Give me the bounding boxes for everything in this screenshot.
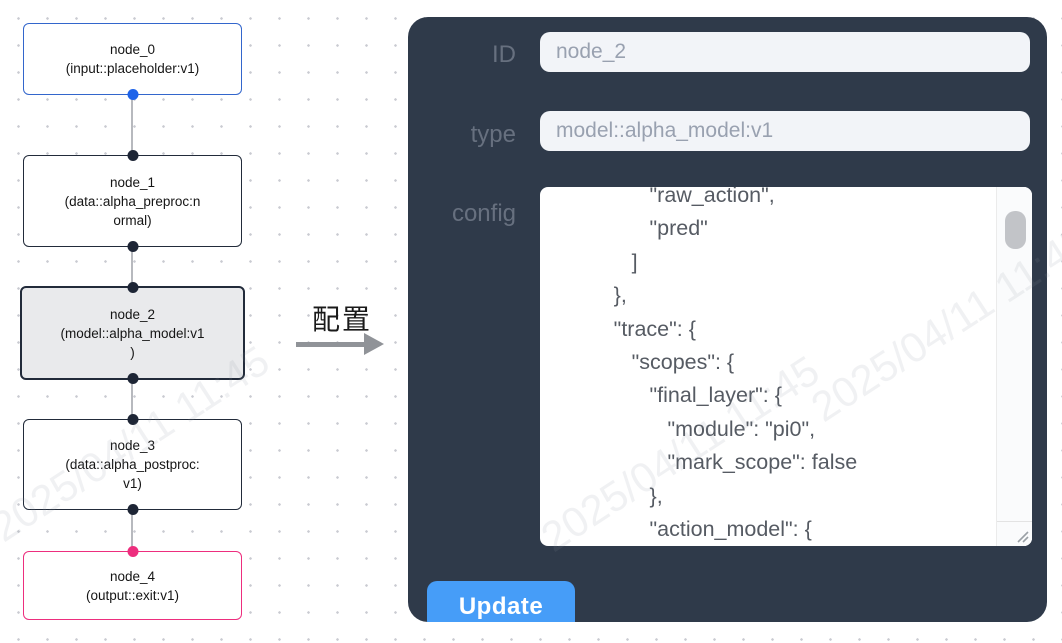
node-type-label: (data::alpha_preproc:n [64, 193, 201, 209]
config-textarea[interactable]: "raw_action", "pred" ] }, "trace": { "sc… [540, 187, 1032, 546]
node-type-label: ormal) [113, 212, 152, 228]
node-title: node_4 [109, 568, 156, 584]
flow-node-node_3[interactable]: node_3 (data::alpha_postproc: v1) [23, 414, 242, 515]
id-input[interactable] [540, 32, 1030, 72]
right-arrow-head-icon [364, 333, 384, 355]
edge-node3-node4 [131, 510, 133, 551]
node-title: node_0 [109, 42, 156, 57]
config-scrollbar-thumb[interactable] [1005, 211, 1026, 249]
node-type-label: (model::alpha_model:v1 [60, 325, 205, 341]
edge-node2-node3 [131, 380, 133, 419]
node-config-panel: ID type config "raw_action", "pred" ] },… [408, 17, 1047, 622]
edge-node0-node1 [131, 95, 133, 155]
node-title: node_1 [109, 174, 156, 190]
edge-node1-node2 [131, 247, 133, 286]
id-field-label: ID [492, 41, 516, 68]
node-title: node_2 [109, 306, 156, 322]
resize-grip-icon[interactable] [1012, 526, 1030, 544]
input-port-icon[interactable] [127, 414, 138, 425]
update-button[interactable]: Update [427, 581, 575, 622]
type-field-label: type [470, 121, 516, 148]
node-type-label: (data::alpha_postproc: [65, 457, 200, 472]
flow-node-node_4[interactable]: node_4 (output::exit:v1) [23, 546, 242, 620]
flow-node-node_2-selected[interactable]: node_2 (model::alpha_model:v1 ) [20, 282, 245, 384]
flow-node-node_1[interactable]: node_1 (data::alpha_preproc:n ormal) [23, 150, 242, 252]
output-port-icon[interactable] [127, 241, 138, 252]
flow-node-node_0[interactable]: node_0 (input::placeholder:v1) [23, 23, 242, 100]
output-port-icon[interactable] [127, 504, 138, 515]
node-title: node_3 [109, 438, 156, 453]
input-port-icon[interactable] [127, 546, 138, 557]
input-port-icon[interactable] [127, 150, 138, 161]
output-port-icon[interactable] [127, 89, 138, 100]
output-port-icon[interactable] [127, 373, 138, 384]
input-port-icon[interactable] [127, 282, 138, 293]
node-type-label: (input::placeholder:v1) [65, 61, 200, 76]
type-input[interactable] [540, 111, 1030, 151]
config-field-label: config [451, 200, 516, 227]
node-type-label: (output::exit:v1) [85, 587, 180, 603]
right-arrow-icon [296, 342, 366, 347]
config-json-text: "raw_action", "pred" ] }, "trace": { "sc… [613, 187, 858, 542]
node-type-label: ) [130, 344, 135, 360]
node-type-label: v1) [123, 476, 142, 491]
configure-annotation-label: 配置 [311, 304, 372, 335]
